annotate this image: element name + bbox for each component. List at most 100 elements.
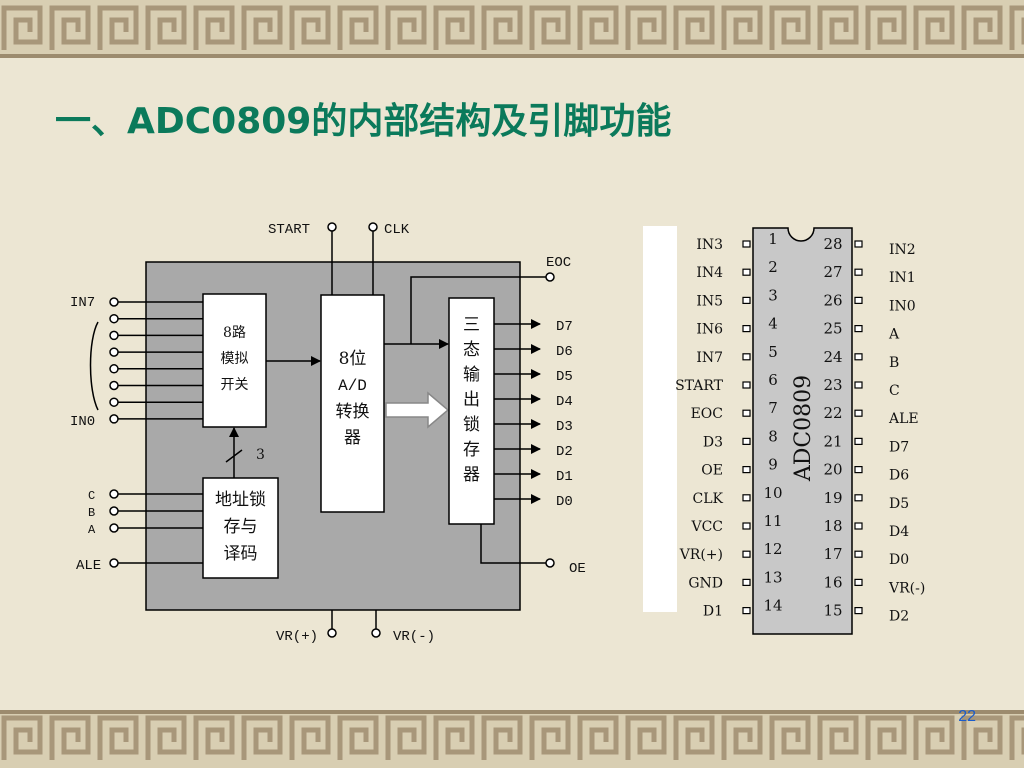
analog-input-terminal: [109, 380, 119, 391]
left-pin-lead: [742, 268, 751, 276]
data-output-label: D3: [556, 419, 573, 435]
data-bus-arrow: [385, 391, 450, 429]
right-pin-name: VR(-): [888, 580, 925, 596]
right-pin-number: 18: [823, 517, 842, 535]
right-pin-number: 27: [823, 263, 842, 281]
latch-label-char: 器: [463, 465, 480, 485]
left-pin-lead: [742, 578, 751, 587]
right-pin-name: D6: [889, 468, 909, 484]
left-pin-lead: [742, 409, 751, 417]
right-pin-name: C: [889, 383, 900, 399]
right-pin-name: D0: [889, 552, 909, 568]
left-pin-number: 10: [763, 484, 782, 502]
in7-label: IN7: [70, 295, 95, 311]
left-pin-lead: [742, 522, 751, 530]
right-pin-name: D2: [889, 609, 909, 625]
right-pin-lead: [854, 268, 863, 276]
right-pin-lead: [854, 296, 863, 304]
vref-neg-terminal: [371, 628, 381, 638]
left-pin-name: IN4: [696, 265, 723, 281]
left-pin-lead: [742, 381, 751, 389]
left-pin-number: 7: [768, 399, 778, 417]
analog-input-terminal: [109, 313, 119, 324]
right-pin-name: IN0: [889, 298, 916, 314]
analog-input-lines: [109, 297, 203, 424]
clk-terminal: [368, 222, 378, 232]
top-decorative-border: [0, 0, 1024, 58]
analog-input-terminal: [109, 397, 119, 407]
left-pin-name: D1: [703, 604, 723, 620]
address-latch-decoder-block: [202, 477, 279, 579]
right-pin-name: IN1: [889, 270, 916, 286]
left-pin-name: VR(+): [679, 547, 723, 563]
right-pin-name: D4: [889, 524, 909, 540]
vref-pos-label: VR(+): [276, 629, 318, 645]
left-pin-lead: [742, 494, 751, 502]
right-pin-number: 24: [823, 348, 842, 366]
left-pin-number: 8: [768, 427, 778, 445]
address-input-terminal: [109, 489, 119, 499]
start-label: START: [268, 222, 310, 238]
adc-label-3: 转换: [336, 402, 370, 422]
data-output-label: D1: [556, 469, 573, 485]
right-pin-number: 23: [823, 376, 842, 394]
right-pin-lead: [854, 522, 863, 530]
addr-label-3: 译码: [224, 544, 258, 564]
left-pin-number: 1: [768, 230, 778, 248]
latch-label-char: 输: [463, 365, 480, 385]
left-pin-lead: [742, 353, 751, 361]
mux-label-1: 8路: [223, 325, 246, 341]
right-pin-number: 17: [823, 545, 842, 563]
vref-pos-terminal: [327, 628, 337, 638]
right-pin-number: 28: [823, 235, 842, 253]
left-pin-name: IN3: [696, 237, 723, 253]
chip-name-label: ADC0809: [791, 375, 816, 482]
left-pin-number: 5: [768, 343, 778, 361]
left-pin-number: 4: [768, 315, 778, 333]
vref-neg-label: VR(-): [393, 629, 435, 645]
analog-input-terminal: [109, 330, 119, 341]
address-input-terminal: [109, 506, 119, 516]
left-pin-name: START: [675, 378, 724, 394]
left-pin-number: 12: [763, 540, 782, 558]
address-bus-width: 3: [256, 447, 265, 463]
input-brace: [89, 321, 99, 411]
addr-label-2: 存与: [224, 517, 258, 537]
tristate-latch-block: [448, 297, 495, 525]
oe-label: OE: [569, 561, 586, 577]
right-pin-name: D5: [889, 496, 909, 512]
mux-label-2: 模拟: [221, 351, 249, 367]
page-number: 22: [958, 708, 976, 725]
analog-input-terminal: [109, 364, 119, 374]
left-pin-name: EOC: [691, 406, 723, 422]
left-pin-name: IN5: [696, 293, 723, 309]
left-pin-name: OE: [701, 463, 723, 479]
latch-label-char: 三: [463, 315, 480, 335]
data-output-label: D2: [556, 444, 573, 460]
right-pin-lead: [854, 578, 863, 587]
left-pin-number: 6: [768, 371, 778, 389]
address-input-label: A: [88, 523, 96, 537]
left-pin-lead: [742, 550, 751, 558]
analog-input-terminal: [109, 347, 119, 357]
left-pin-lead: [742, 240, 751, 248]
data-output-label: D7: [556, 319, 573, 335]
pinout-white-strip: [643, 226, 677, 612]
left-pin-lead: [742, 325, 751, 333]
left-pin-name: IN6: [696, 322, 723, 338]
data-output-label: D6: [556, 344, 573, 360]
right-pin-name: ALE: [888, 411, 919, 427]
right-pin-lead: [854, 437, 863, 445]
left-pin-lead: [742, 296, 751, 304]
latch-label-char: 锁: [463, 415, 480, 435]
ale-terminal: [109, 558, 119, 568]
analog-input-terminal: [109, 414, 119, 424]
analog-input-terminal: [109, 297, 119, 307]
right-pin-lead: [854, 466, 863, 474]
adc-label-1: 8位: [339, 349, 367, 369]
right-pin-number: 25: [823, 320, 842, 338]
ale-label: ALE: [76, 558, 101, 574]
left-pin-name: VCC: [690, 519, 723, 535]
